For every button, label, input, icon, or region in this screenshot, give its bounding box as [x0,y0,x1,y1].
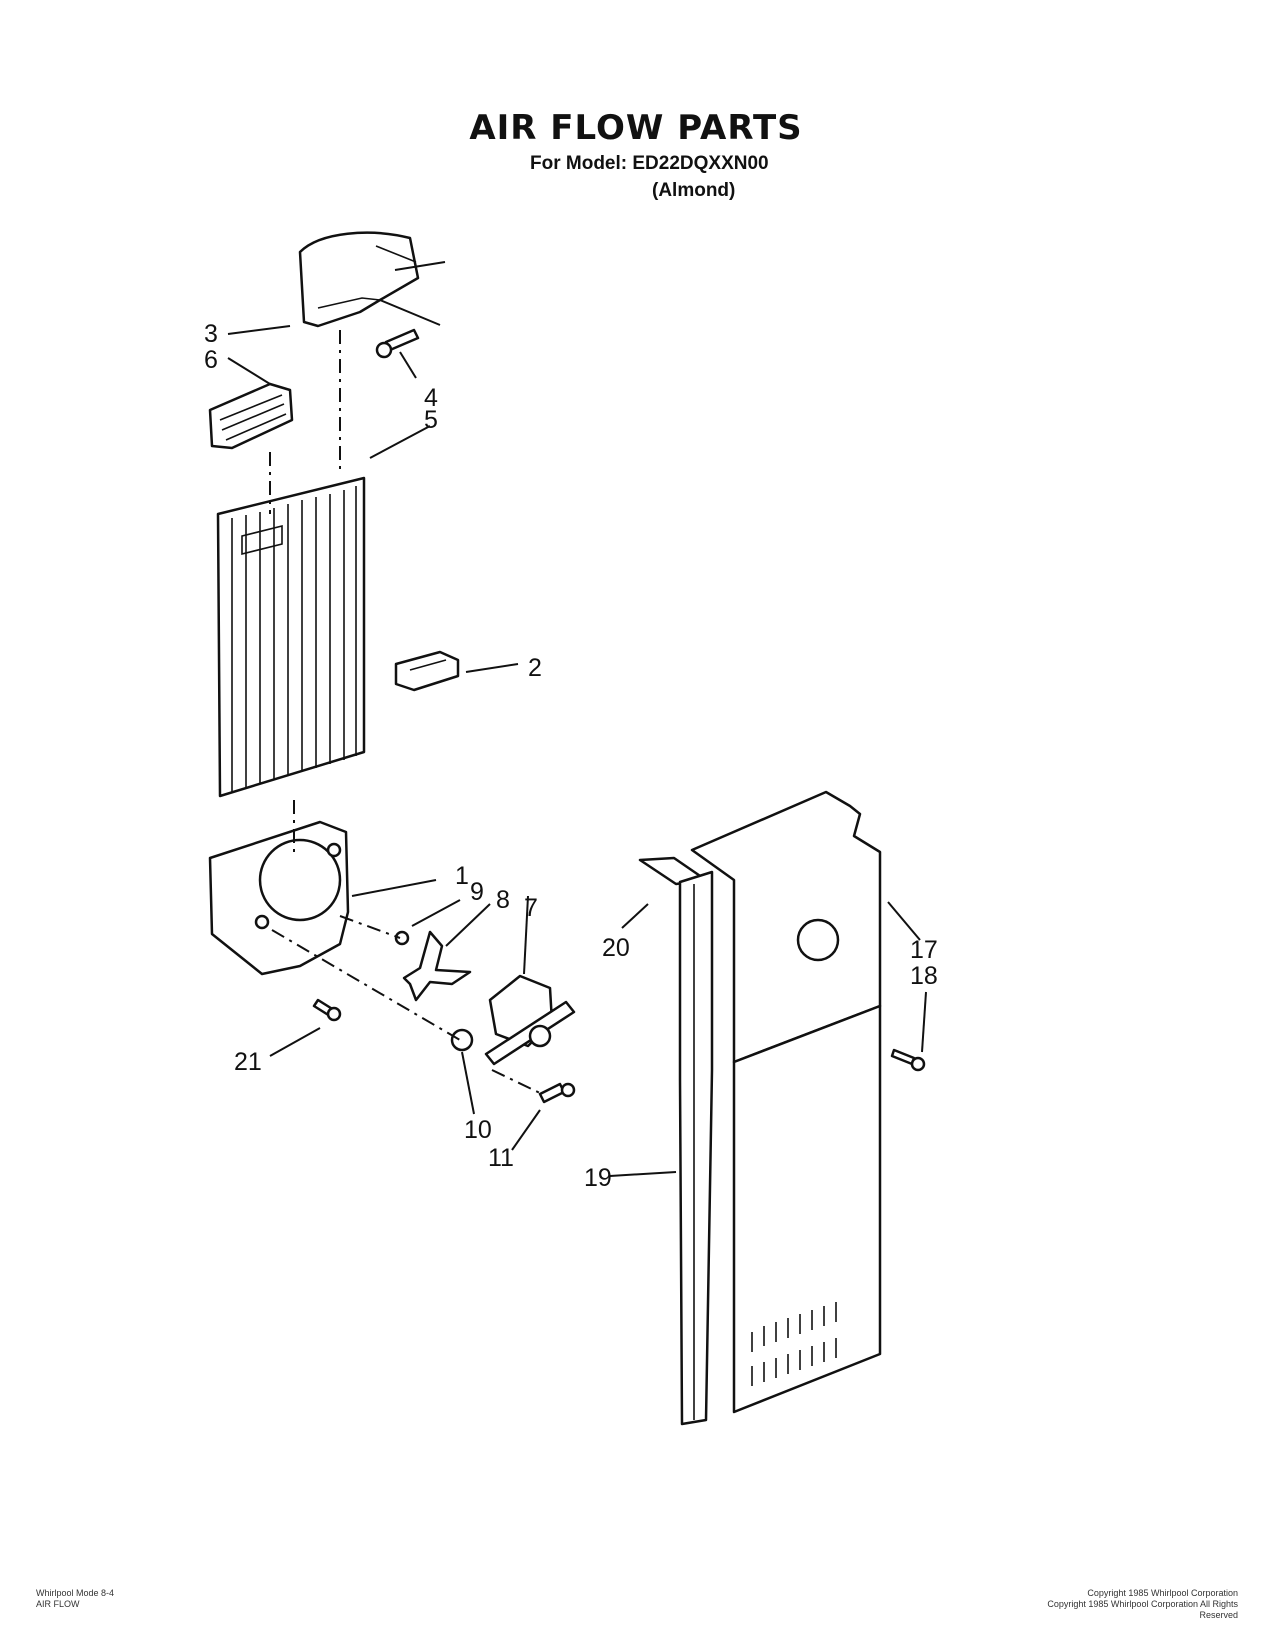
footer-right-line2: Copyright 1985 Whirlpool Corporation All… [1047,1599,1238,1620]
callout-11: 11 [488,1144,514,1172]
color-variant: (Almond) [652,180,736,201]
air-duct-part-3[interactable] [298,231,446,328]
screw-part-11[interactable] [538,1082,576,1104]
callout-20: 20 [602,934,630,962]
screw-part-18[interactable] [890,1048,926,1072]
grille-part-6[interactable] [208,382,294,450]
screw-part-21[interactable] [312,998,342,1022]
callout-17: 17 [910,936,938,964]
callout-4: 4 [424,384,438,412]
callout-6: 6 [204,346,218,374]
callout-19: 19 [584,1164,612,1192]
callout-9: 9 [470,878,484,906]
callout-18: 18 [910,962,938,990]
channel-part-19[interactable] [678,870,714,1426]
callout-2: 2 [528,654,542,682]
grommet-part-10[interactable] [450,1028,474,1052]
footer-left: Whirlpool Mode 8-4 AIR FLOW [36,1588,114,1610]
callout-8: 8 [496,886,510,914]
callout-10: 10 [464,1116,492,1144]
washer-part-9[interactable] [394,930,410,946]
footer-copyright: Copyright 1985 Whirlpool Corporation Cop… [1010,1588,1238,1621]
fan-blade-part-8[interactable] [402,930,472,1002]
leader-lines [227,325,927,1177]
evaporator-cover-part-5[interactable] [216,476,366,798]
fan-shroud-part-1[interactable] [208,820,350,976]
callout-3: 3 [204,320,218,348]
divider-panel-part-17[interactable] [690,790,882,1414]
assembly-lines [269,330,543,1095]
screw-part-4[interactable] [375,328,420,359]
footer-left-line1: Whirlpool Mode 8-4 [36,1588,115,1598]
callout-21: 21 [234,1048,262,1076]
callout-5: 5 [424,406,438,434]
callout-1: 1 [455,862,469,890]
footer-left-line2: AIR FLOW [36,1599,80,1609]
fan-motor-part-7[interactable] [484,974,576,1066]
clip-part-2[interactable] [394,650,460,692]
footer-right-line1: Copyright 1985 Whirlpool Corporation [1087,1588,1238,1598]
model-number: For Model: ED22DQXXN00 [530,153,769,174]
callout-7: 7 [524,894,538,922]
page-title: AIR FLOW PARTS [469,108,803,148]
